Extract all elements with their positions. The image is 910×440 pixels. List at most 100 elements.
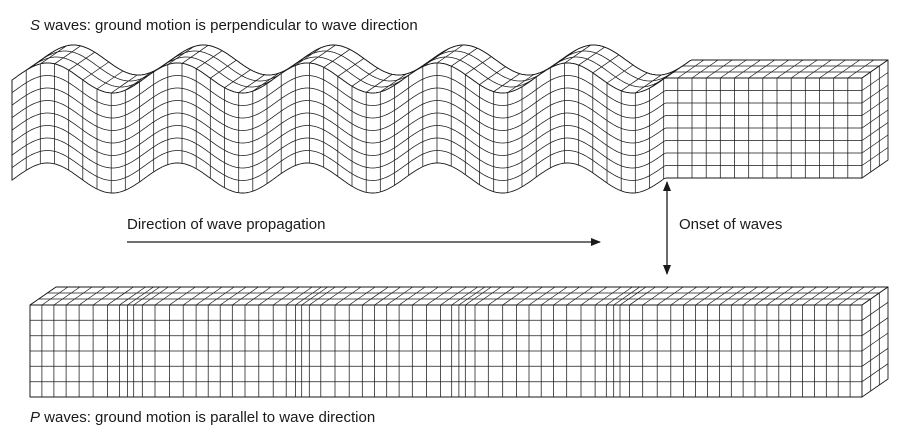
p-wave-caption: P waves: ground motion is parallel to wa… [30,409,375,427]
s-top-rung [606,64,634,84]
s-top-rung [705,59,733,79]
s-top-rung [805,59,832,79]
p-top-rung [119,286,146,306]
p-top-rung [154,286,182,306]
s-top-rung [564,44,591,64]
p-top-rung [742,286,770,306]
onset-label: Onset of waves [679,216,783,233]
s-top-rung [40,45,67,65]
s-end-row [861,147,889,166]
s-top-rung [365,73,393,93]
s-top-rung [762,59,790,79]
s-top-rung [436,44,464,64]
p-top-rung [169,286,196,306]
p-top-rung [348,286,376,306]
s-wave-letter: S [30,17,41,34]
p-top-rung [219,286,247,306]
s-end-row [861,134,889,154]
s-top-rung [847,59,875,79]
s-top-rung [635,74,662,94]
p-top-rung [244,286,272,306]
s-top-rung [748,59,775,79]
p-top-rung [566,286,593,306]
p-top-rung [528,286,556,306]
s-top-rung [691,59,719,79]
p-end-row [861,332,889,352]
p-top-rung [553,286,580,306]
p-end-row [861,301,889,321]
s-top-rung [224,69,251,89]
p-top-rung [754,286,782,306]
p-top-rung [458,286,486,306]
p-top-rung [374,286,401,306]
s-top-rung [663,60,690,80]
s-top-rung [110,74,138,94]
s-wave-caption-text: waves: ground motion is perpendicular to… [40,17,418,34]
s-top-rung [323,49,350,68]
p-top-rung [362,286,389,306]
p-top-rung [53,286,81,306]
p-top-rung [320,286,348,306]
p-top-rung [731,286,758,306]
s-end-row [861,84,889,104]
p-top-rung [29,286,57,306]
p-top-rung [398,286,426,306]
p-top-rung [642,286,669,306]
p-top-rung [207,286,235,306]
s-top-rung [578,46,605,66]
p-top-rung [465,286,492,306]
s-top-rung [734,59,761,79]
s-top-rung [790,59,818,79]
p-top-rung [412,286,439,306]
s-end-row [861,97,889,116]
p-top-rung [488,286,515,306]
p-top-rung [516,286,543,306]
p-top-rung [65,286,93,306]
p-top-rung [707,286,734,306]
p-top-rung [719,286,746,306]
p-top-rung [142,286,169,306]
s-top-rung [479,66,506,85]
p-top-rung [849,286,877,306]
p-top-rung [619,286,647,306]
p-top-rung [426,286,453,306]
s-top-rung [620,72,648,92]
p-top-rung [814,286,841,306]
p-top-rung [580,286,608,306]
s-top-rung [720,59,747,79]
s-top-rung [82,61,110,81]
p-top-rung [502,286,529,306]
s-top-rung [833,59,860,79]
s-top-rung [819,59,846,79]
p-top-rung [766,286,794,306]
s-top-rung [337,58,365,77]
s-top-rung [592,54,620,74]
s-end-row [861,109,889,129]
s-top-rung [507,74,535,93]
s-top-rung [54,45,81,65]
p-top-rung [594,286,622,306]
p-wave-caption-text: waves: ground motion is parallel to wave… [40,409,376,426]
p-top-rung [232,286,259,306]
p-end-row [861,317,889,337]
s-top-rung [351,67,379,87]
s-top-rung [493,73,520,93]
p-top-rung [440,286,467,306]
p-top-rung [540,286,568,306]
p-top-rung [133,286,160,306]
p-top-rung [826,286,853,306]
p-top-rung [182,286,210,306]
p-top-rung [78,286,106,306]
s-top-rung [465,56,492,75]
p-top-rung [107,286,134,306]
s-top-rung [238,74,265,94]
p-top-rung [285,286,313,306]
p-top-rung [778,286,806,306]
s-top-rung [550,49,577,69]
p-top-rung [683,286,710,306]
p-top-rung [837,286,865,306]
p-top-rung [309,286,336,306]
p-top-rung [629,286,656,306]
p-top-rung [127,286,154,306]
